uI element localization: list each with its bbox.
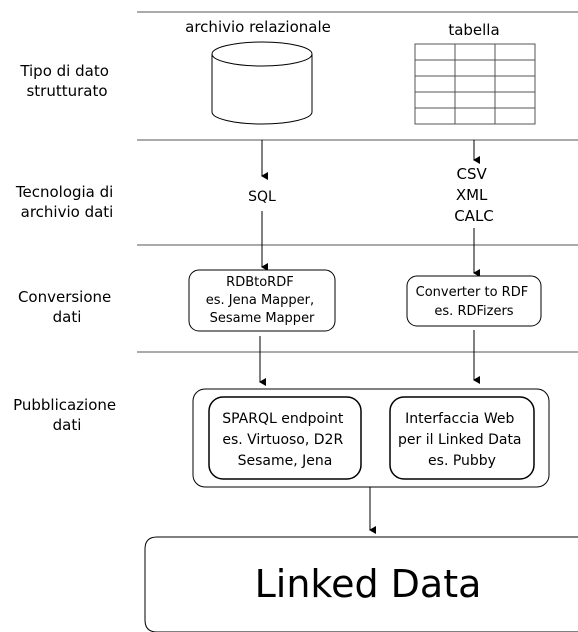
database-icon xyxy=(211,41,313,125)
row-label-storage-technology: Tecnologia di archivio dati xyxy=(15,183,118,221)
sparql-endpoint-box: SPARQL endpoint es. Virtuoso, D2R Sesame… xyxy=(208,396,362,480)
svg-text:Interfaccia Web per il L: Interfaccia Web per il Linked Data es. P… xyxy=(398,411,526,469)
svg-text:SPARQL endpoint es. Virt: SPARQL endpoint es. Virtuoso, D2R Sesame… xyxy=(222,411,348,469)
table-icon xyxy=(414,43,536,125)
linked-data-box: Linked Data xyxy=(144,536,578,632)
converter-to-rdf-box: Converter to RDF es. RDFizers xyxy=(406,275,542,327)
technology-sql: SQL xyxy=(248,189,276,205)
row-label-publication: Pubblicazione dati xyxy=(13,396,121,434)
technology-table-formats: CSV XML CALC xyxy=(454,165,494,225)
web-interface-box: Interfaccia Web per il Linked Data es. P… xyxy=(389,396,535,480)
row-label-conversion: Conversione dati xyxy=(18,288,116,326)
svg-text:RDBtoRDF es. Jena Mapper: RDBtoRDF es. Jena Mapper, Sesame Mapper xyxy=(206,275,319,326)
table-title: tabella xyxy=(448,21,499,39)
linked-data-title: Linked Data xyxy=(255,562,482,606)
rdbtordf-box: RDBtoRDF es. Jena Mapper, Sesame Mapper xyxy=(188,269,336,332)
database-title: archivio relazionale xyxy=(185,18,331,36)
row-label-structured-type: Tipo di dato strutturato xyxy=(19,62,113,100)
svg-text:Converter to RDF es. RDF: Converter to RDF es. RDFizers xyxy=(416,285,533,319)
